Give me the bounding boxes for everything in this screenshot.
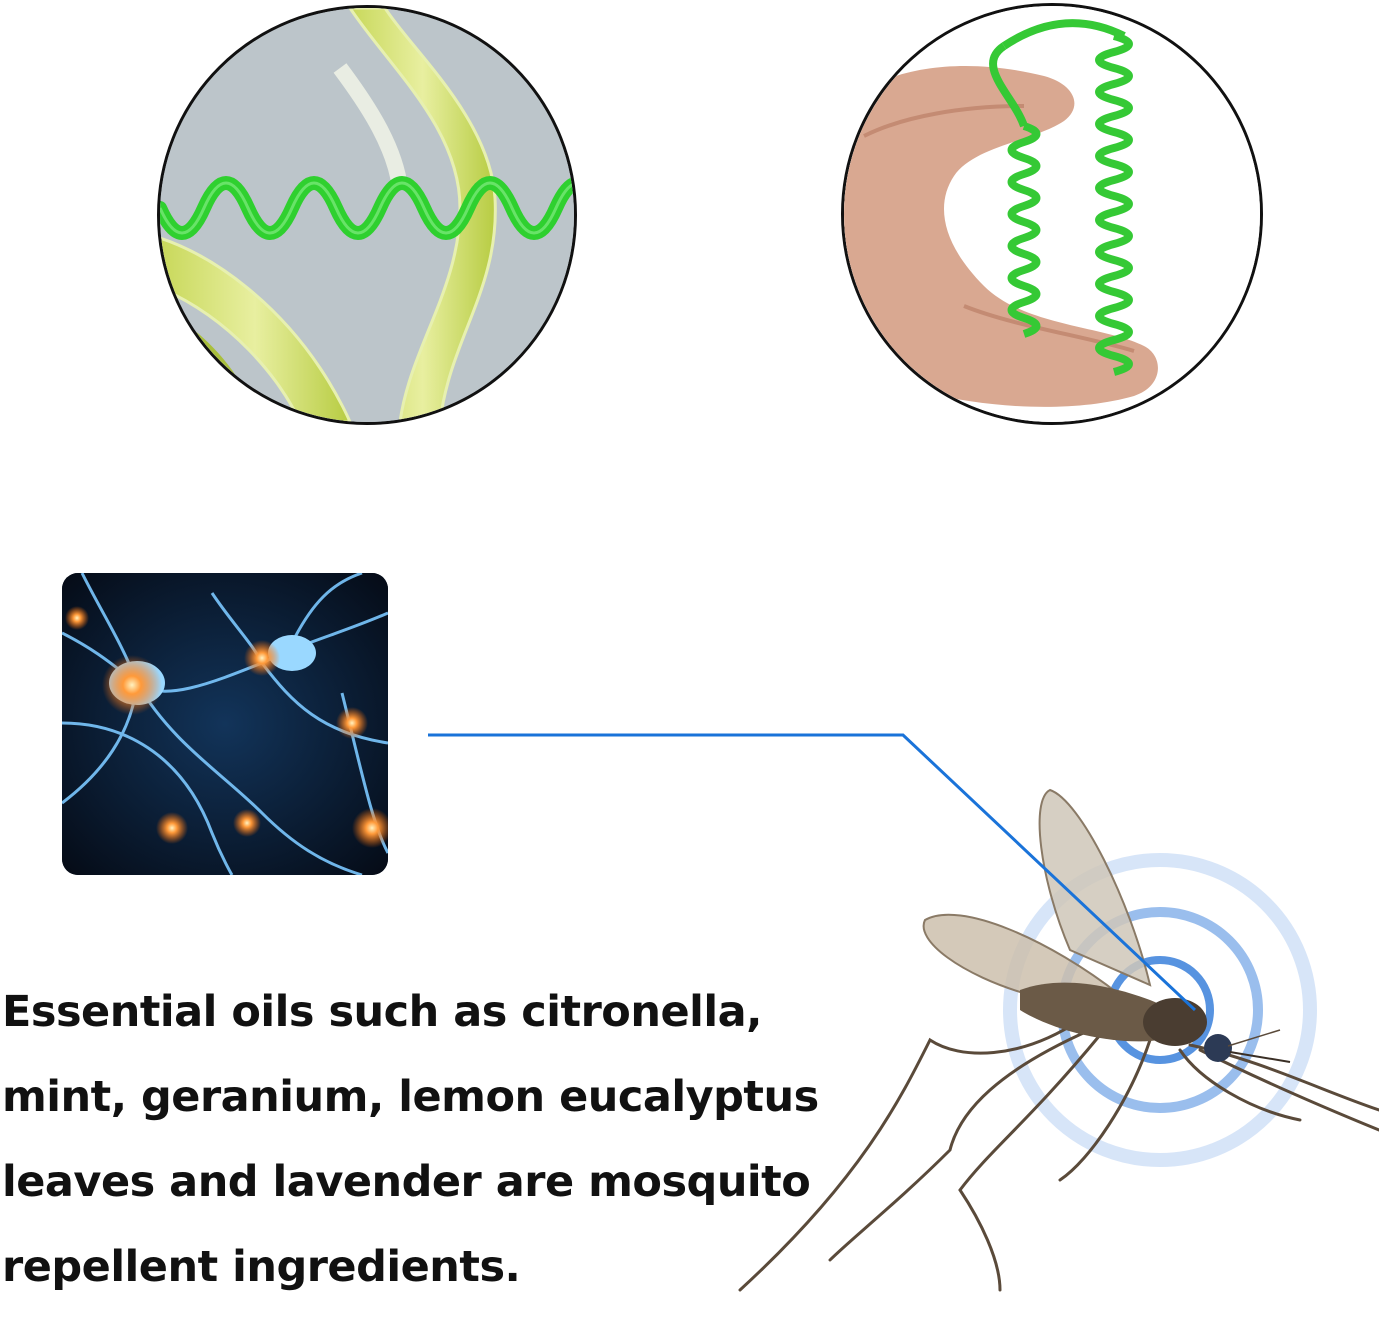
finger-crease — [963, 304, 1135, 353]
connector-line — [428, 733, 1197, 1012]
mosquito-wings — [922, 788, 1152, 996]
neuron-glows — [65, 606, 388, 848]
leaf-shape — [348, 8, 497, 422]
coil-highlight — [160, 181, 574, 235]
caption-line: mint, geranium, lemon eucalyptus — [2, 1072, 819, 1122]
caption-line: leaves and lavender are mosquito — [2, 1157, 811, 1207]
hand-shape — [844, 66, 1158, 407]
finger-coil-photo — [841, 3, 1263, 425]
green-coil — [1095, 32, 1133, 376]
green-coil — [1001, 19, 1126, 50]
finger-coil-illustration — [844, 6, 1260, 422]
neuron-network-photo — [62, 573, 388, 875]
ingredient-caption: Essential oils such as citronella, mint,… — [2, 970, 819, 1310]
neuron-illustration — [62, 573, 388, 875]
green-coil — [1007, 122, 1041, 338]
leaf-highlight — [333, 63, 408, 190]
green-coil — [989, 42, 1028, 128]
caption-line: repellent ingredients. — [2, 1242, 521, 1292]
finger-crease — [863, 104, 1025, 138]
caption-line: Essential oils such as citronella, — [2, 987, 762, 1037]
mosquito-body — [1020, 982, 1291, 1063]
tile-background — [62, 573, 388, 875]
leaf-shape — [160, 236, 352, 422]
sky-background — [160, 8, 574, 422]
